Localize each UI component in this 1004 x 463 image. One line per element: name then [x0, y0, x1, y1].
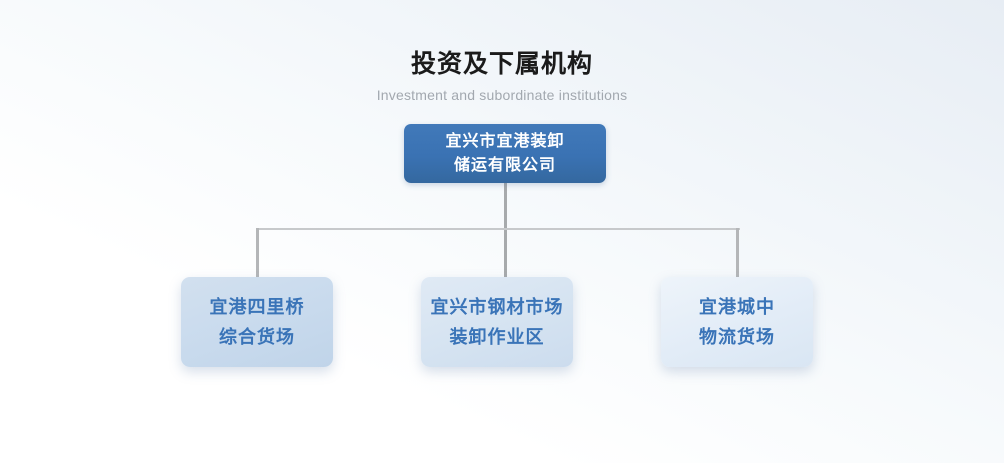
org-node-child-3: 宜港城中 物流货场: [661, 277, 813, 367]
org-node-child-3-label-line1: 宜港城中: [699, 297, 775, 317]
org-node-child-1: 宜港四里桥 综合货场: [181, 277, 333, 367]
connector-horizontal: [256, 228, 740, 230]
org-node-child-1-label-line2: 综合货场: [219, 327, 295, 347]
page-subtitle: Investment and subordinate institutions: [376, 87, 628, 103]
org-node-root-label-line2: 储运有限公司: [453, 156, 556, 174]
page-header: 投资及下属机构 Investment and subordinate insti…: [0, 44, 1004, 103]
org-node-root-label-line1: 宜兴市宜港装卸: [445, 132, 565, 150]
org-node-child-3-label-line2: 物流货场: [699, 327, 775, 347]
org-node-child-2-label-line1: 宜兴市钢材市场: [430, 297, 564, 317]
org-node-root: 宜兴市宜港装卸 储运有限公司: [404, 124, 606, 183]
page-title: 投资及下属机构: [410, 50, 593, 78]
connector-root-vertical: [504, 183, 507, 277]
org-node-child-2-label-line2: 装卸作业区: [449, 327, 545, 347]
connector-child3-vertical: [736, 228, 739, 277]
org-node-child-1-label-line1: 宜港四里桥: [209, 297, 305, 317]
org-node-child-2: 宜兴市钢材市场 装卸作业区: [421, 277, 573, 367]
connector-child1-vertical: [256, 228, 259, 277]
